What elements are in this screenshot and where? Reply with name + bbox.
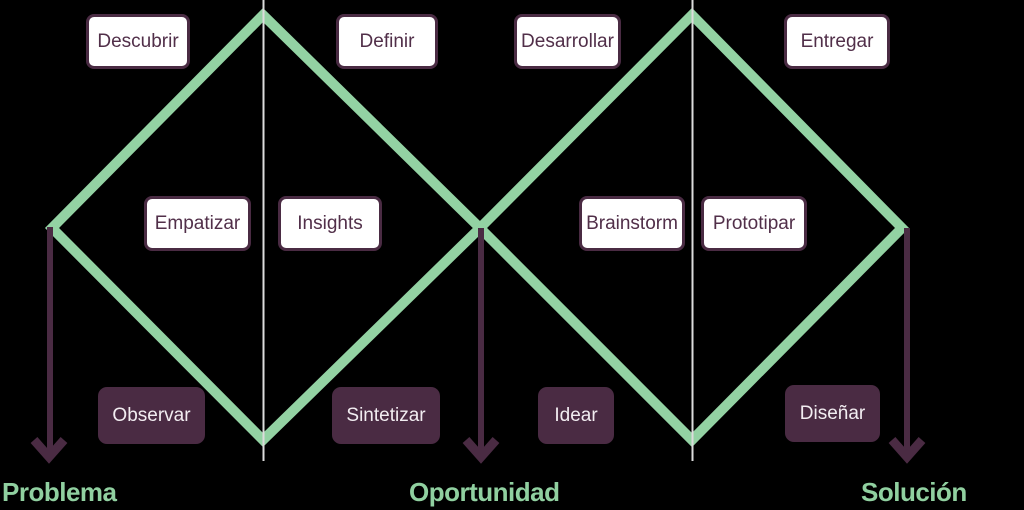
phase-box-desarrollar: Desarrollar bbox=[514, 14, 621, 69]
method-box-disenar: Diseñar bbox=[785, 385, 880, 442]
method-box-sintetizar: Sintetizar bbox=[332, 387, 440, 444]
arrow-oportunidad-head bbox=[462, 437, 500, 464]
milestone-label-problema: Problema bbox=[2, 477, 117, 507]
activity-box-empatizar: Empatizar bbox=[144, 196, 251, 251]
arrow-problema-head bbox=[30, 437, 68, 464]
arrow-solucion-head bbox=[888, 437, 926, 464]
phase-box-descubrir: Descubrir bbox=[86, 14, 190, 69]
phase-box-entregar: Entregar bbox=[784, 14, 890, 69]
activity-box-prototipar: Prototipar bbox=[701, 196, 807, 251]
phase-box-definir: Definir bbox=[336, 14, 438, 69]
arrow-oportunidad bbox=[462, 228, 500, 464]
method-box-idear: Idear bbox=[538, 387, 614, 444]
milestone-label-oportunidad: Oportunidad bbox=[409, 477, 560, 507]
arrow-problema bbox=[30, 227, 68, 464]
activity-box-insights: Insights bbox=[278, 196, 382, 251]
diamond-discover-define-outline bbox=[44, 7, 488, 448]
milestone-label-solucion: Solución bbox=[861, 477, 967, 507]
method-box-observar: Observar bbox=[98, 387, 205, 444]
activity-box-brainstorm: Brainstorm bbox=[579, 196, 685, 251]
diamond-develop-deliver-outline bbox=[472, 7, 910, 448]
arrow-solucion bbox=[888, 228, 926, 464]
